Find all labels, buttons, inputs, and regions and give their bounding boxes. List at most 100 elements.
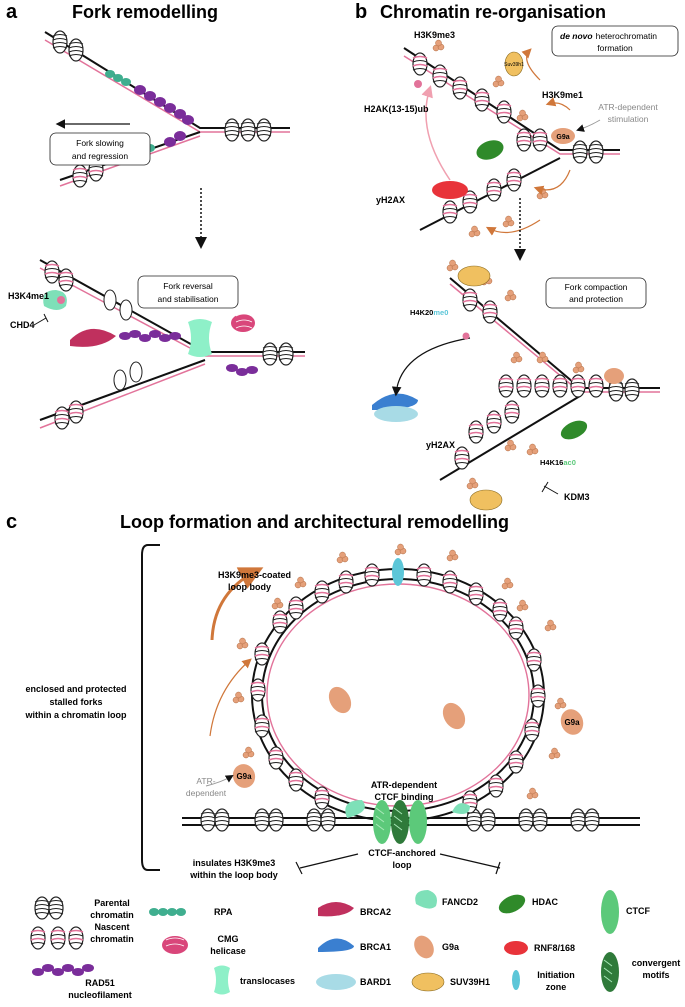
h3k9me1-label: H3K9me1 <box>542 90 583 100</box>
legend: Parental chromatin Nascent chromatin RAD… <box>30 890 680 1000</box>
fork-reversal-box <box>137 275 239 309</box>
legend-cmg: CMG helicase <box>162 934 246 956</box>
legend-rad51: RAD51 nucleofilament <box>32 964 132 1000</box>
g9a-left-label: G9a <box>236 772 252 781</box>
atr-dependent-label-1: ATR- <box>196 776 215 786</box>
ctcf-binding-label-1: ATR-dependent <box>371 780 437 790</box>
atr-dependent-label-2: dependent <box>186 788 227 798</box>
fork-regression-diagram: Fork slowing and regression <box>44 30 290 249</box>
legend-parental: Parental chromatin <box>34 896 134 920</box>
legend-g9a: G9a <box>414 935 460 959</box>
svg-text:translocases: translocases <box>240 976 295 986</box>
legend-fancd2: FANCD2 <box>415 890 478 909</box>
fork-reversal-label-2: and stabilisation <box>158 294 219 304</box>
svg-text:Nascent: Nascent <box>94 922 129 932</box>
hdac-shape <box>476 140 504 160</box>
svg-text:G9a: G9a <box>442 942 460 952</box>
svg-text:zone: zone <box>546 982 567 992</box>
svg-text:RNF8/168: RNF8/168 <box>534 943 575 953</box>
atr-stim-2: stimulation <box>608 114 649 124</box>
suv39h1-label: Suv39h1 <box>504 62 524 68</box>
fork-reversal-label-1: Fork reversal <box>163 281 213 291</box>
svg-text:SUV39H1: SUV39H1 <box>450 977 490 987</box>
legend-rpa: RPA <box>149 907 233 917</box>
h3k4me1-label: H3K4me1 <box>8 291 49 301</box>
brca2-shape <box>70 328 116 347</box>
g9a-label: G9a <box>556 134 569 141</box>
chromatin-loop-diagram: G9a G9a H3K9me3-coated loop body enclose… <box>25 543 640 880</box>
ctcf-binding-label-2: CTCF binding <box>375 792 434 802</box>
ctcf-loop-label-2: loop <box>393 860 412 870</box>
insulates-label-2: within the loop body <box>189 870 278 880</box>
panel-c-title: Loop formation and architectural remodel… <box>120 512 509 532</box>
legend-brca2: BRCA2 <box>318 902 391 917</box>
cmg-helicase-shape <box>231 314 255 332</box>
ctcf-shape-1 <box>373 800 391 844</box>
fork-compaction-box <box>545 277 647 309</box>
svg-text:FANCD2: FANCD2 <box>442 897 478 907</box>
g9a-right-label: G9a <box>564 718 580 727</box>
fork-slowing-label-2: and regression <box>72 151 129 161</box>
yh2ax-top-label: yH2AX <box>376 195 405 205</box>
fancd2-shape <box>43 290 67 310</box>
kdm3-label: KDM3 <box>564 492 590 502</box>
svg-text:Initiation: Initiation <box>537 970 575 980</box>
panel-b-title: Chromatin re-organisation <box>380 2 606 22</box>
de-novo-line-2: formation <box>597 43 633 53</box>
svg-text:Parental: Parental <box>94 898 130 908</box>
svg-text:nucleofilament: nucleofilament <box>68 990 132 1000</box>
svg-text:HDAC: HDAC <box>532 897 558 907</box>
svg-text:chromatin: chromatin <box>90 934 134 944</box>
legend-rnf: RNF8/168 <box>504 941 575 955</box>
fork-slowing-box <box>49 132 151 166</box>
legend-initiation: Initiation zone <box>512 970 575 992</box>
enclosed-label-3: within a chromatin loop <box>25 710 128 720</box>
svg-text:motifs: motifs <box>643 970 670 980</box>
legend-convergent: convergent motifs <box>601 952 680 992</box>
legend-bard1: BARD1 <box>316 974 391 990</box>
enclosure-bracket <box>141 544 160 871</box>
loop-body-label-1: H3K9me3-coated <box>218 570 291 580</box>
h2ak-label: H2AK(13-15)ub <box>364 104 429 114</box>
de-novo-box <box>551 25 679 57</box>
svg-text:helicase: helicase <box>210 946 246 956</box>
svg-text:convergent: convergent <box>632 958 681 968</box>
fork-compaction-label-1: Fork compaction <box>565 282 628 292</box>
translocase-shape <box>188 319 212 357</box>
legend-translocases: translocases <box>214 965 295 995</box>
svg-text:CTCF: CTCF <box>626 906 650 916</box>
chromatin-reorganisation-bottom: Fork compaction and protection H4K20me0 … <box>372 259 660 511</box>
bard1-shape <box>374 406 418 422</box>
loop-body-label-2: loop body <box>228 582 271 592</box>
g9a-shape <box>551 128 575 144</box>
fork-slowing-label-1: Fork slowing <box>76 138 124 148</box>
insulates-label-1: insulates H3K9me3 <box>193 858 276 868</box>
panel-b-letter: b <box>355 1 367 23</box>
initiation-zone-shape <box>392 558 404 586</box>
suv39h1-shape <box>504 51 524 77</box>
fork-reversal-diagram: H3K4me1 CHD4 Fork reversal and stabilisa… <box>8 259 305 430</box>
brca1-shape <box>372 393 418 410</box>
h4k20-label: H4K20me0 <box>410 308 448 317</box>
svg-text:BRCA2: BRCA2 <box>360 907 391 917</box>
svg-text:chromatin: chromatin <box>90 910 134 920</box>
svg-text:BRCA1: BRCA1 <box>360 942 391 952</box>
legend-nascent: Nascent chromatin <box>30 922 134 950</box>
legend-ctcf: CTCF <box>601 890 650 934</box>
enclosed-label-1: enclosed and protected <box>25 684 126 694</box>
legend-brca1: BRCA1 <box>318 938 391 952</box>
fork-compaction-label-2: and protection <box>569 294 623 304</box>
legend-hdac: HDAC <box>498 894 558 914</box>
svg-text:BARD1: BARD1 <box>360 977 391 987</box>
atr-stim-1: ATR-dependent <box>598 102 658 112</box>
panel-a-title: Fork remodelling <box>72 2 218 22</box>
svg-text:CMG: CMG <box>218 934 239 944</box>
h3k9me3-label-b: H3K9me3 <box>414 30 455 40</box>
panel-c-letter: c <box>6 511 17 533</box>
chd4-label: CHD4 <box>10 320 35 330</box>
yh2ax-bottom-label: yH2AX <box>426 440 455 450</box>
